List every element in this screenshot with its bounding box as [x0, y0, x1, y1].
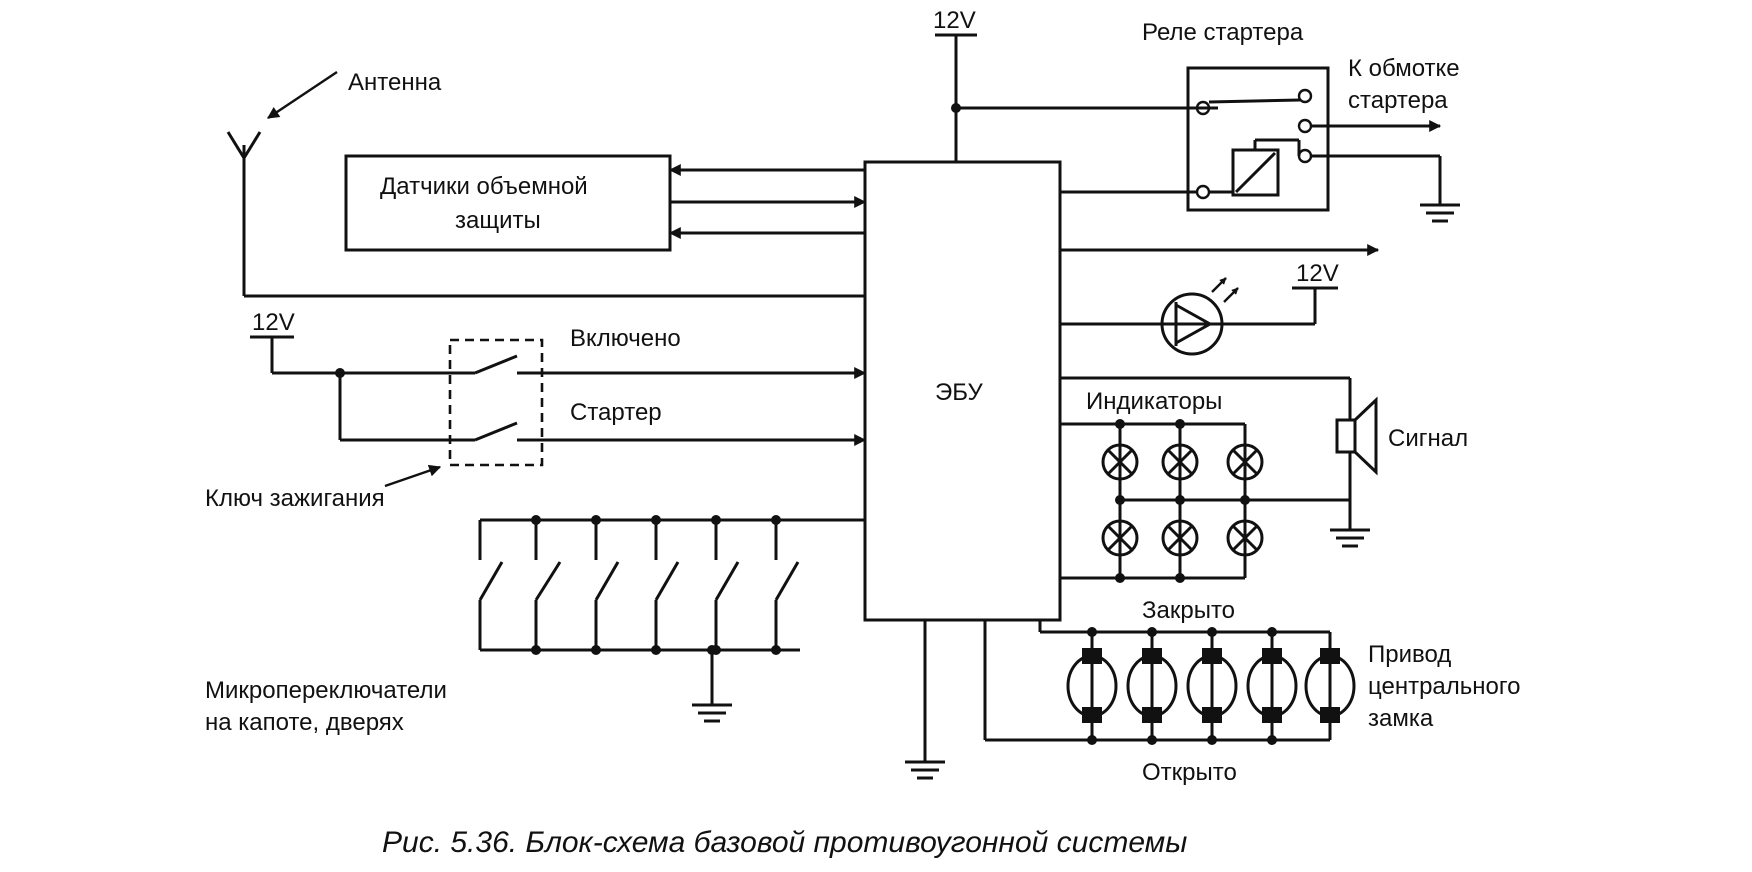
hood-door-microswitches: Микропереключатели на капоте, дверях	[205, 515, 865, 736]
lock-motor-2	[1126, 627, 1178, 745]
speaker-cone	[1353, 396, 1378, 476]
microswitch-3	[651, 515, 680, 655]
lamp-6	[1226, 519, 1264, 557]
lock-drive-label-3: замка	[1368, 705, 1434, 732]
starter-relay: Реле стартера К обмотке стартера	[1060, 19, 1460, 223]
microswitch-2	[591, 515, 620, 655]
relay-contact-a	[1297, 88, 1313, 104]
starter-label: Стартер	[570, 399, 662, 426]
lamp-2	[1161, 443, 1199, 481]
microswitch-5	[771, 515, 800, 655]
lamp-5	[1161, 519, 1199, 557]
ground-symbol-relay	[1420, 203, 1460, 223]
relay-contact-common	[1195, 100, 1211, 116]
sensors-box	[344, 154, 672, 252]
sensors-label-1: Датчики объемной	[380, 173, 588, 200]
signal-label: Сигнал	[1388, 425, 1468, 452]
ecu-ground	[905, 620, 945, 780]
ignition-on-label: Включено	[570, 325, 681, 352]
lock-motor-1	[1066, 627, 1118, 745]
microswitches-label-1: Микропереключатели	[205, 677, 447, 704]
ecu-label: ЭБУ	[935, 379, 983, 406]
lock-motor-3	[1186, 627, 1238, 745]
volume-protection-sensors: Датчики объемной защиты	[344, 154, 867, 252]
antenna-label: Антенна	[348, 69, 442, 96]
ground-symbol-microswitches	[692, 703, 732, 723]
sensors-label-2: защиты	[455, 207, 541, 234]
power-right-label: 12V	[1296, 260, 1339, 287]
siren-signal: Сигнал	[1060, 376, 1468, 500]
to-starter-winding-label-1: К обмотке	[1348, 55, 1460, 82]
closed-label: Закрыто	[1142, 597, 1235, 624]
lock-motor-4	[1246, 627, 1298, 745]
ignition-key-label: Ключ зажигания	[205, 485, 385, 512]
lamp-4	[1101, 519, 1139, 557]
antenna: Антенна	[226, 69, 865, 298]
relay-contact-b	[1297, 118, 1313, 134]
lamp-1	[1101, 443, 1139, 481]
to-starter-winding-label-2: стартера	[1348, 87, 1448, 114]
microswitch-1	[478, 515, 562, 655]
starter-relay-label: Реле стартера	[1142, 19, 1304, 46]
relay-contact-c	[1297, 148, 1313, 164]
led-body	[1160, 292, 1224, 356]
starter-relay-box	[1186, 66, 1330, 212]
indicators-label: Индикаторы	[1086, 388, 1222, 415]
lock-drive-label-1: Привод	[1368, 641, 1451, 668]
ignition-key-dashed-box	[448, 338, 544, 467]
figure-caption: Рис. 5.36. Блок-схема базовой противоуго…	[382, 826, 1187, 859]
lock-drive-label-2: центрального	[1368, 673, 1520, 700]
ignition-key: 12V Включено Стартер Ключ зажигания	[205, 309, 867, 512]
status-led: 12V	[1060, 260, 1339, 356]
microswitches-label-2: на капоте, дверях	[205, 709, 404, 736]
power-left-label: 12V	[252, 309, 295, 336]
ecu-block	[863, 160, 1062, 622]
central-lock-drive: Закрыто Открыто Привод центрального замк…	[983, 597, 1520, 786]
indicator-lamps: Индикаторы	[1060, 388, 1370, 583]
speaker-body	[1335, 418, 1357, 454]
lock-motor-5	[1304, 632, 1356, 740]
power-top-label: 12V	[933, 7, 976, 34]
microswitch-4	[711, 515, 740, 655]
ground-symbol-signal	[1330, 528, 1370, 548]
relay-contact-coil	[1195, 184, 1211, 200]
power-supply-top: 12V	[933, 7, 1218, 162]
lamp-3	[1226, 443, 1264, 481]
opened-label: Открыто	[1142, 759, 1237, 786]
